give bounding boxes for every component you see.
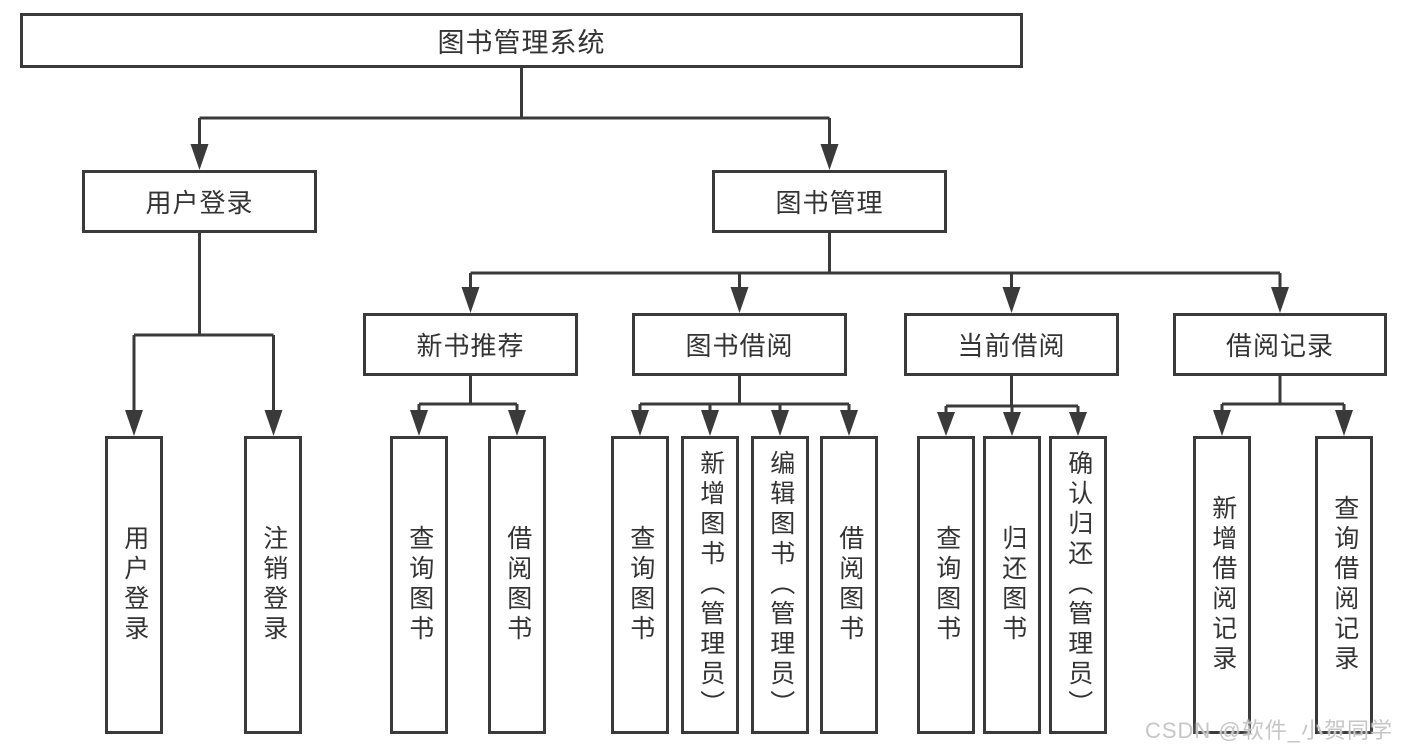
connector-borrow-records <box>1220 376 1346 414</box>
node-label: 新书推荐 <box>416 331 525 361</box>
arrow-down-icon <box>1335 410 1353 436</box>
node-label: 图书管理 <box>775 188 884 218</box>
node-label: 用户登录 <box>120 525 149 645</box>
leaf-query-borrow-record: 查询借阅记录 <box>1315 436 1373 734</box>
arrow-down-icon <box>508 410 526 436</box>
arrow-down-icon <box>820 144 839 170</box>
connector-book-management <box>469 232 1282 291</box>
node-book-borrow: 图书借阅 <box>632 313 847 376</box>
arrow-down-icon <box>410 410 428 436</box>
leaf-return-books: 归还图书 <box>983 436 1041 734</box>
node-label: 当前借阅 <box>957 331 1066 361</box>
node-current-borrow: 当前借阅 <box>904 313 1119 376</box>
node-label: 确认归还（管理员） <box>1064 450 1093 720</box>
node-label: 借阅图书 <box>503 525 532 645</box>
leaf-edit-books-admin: 编辑图书（管理员） <box>751 436 809 734</box>
node-label: 借阅图书 <box>835 525 864 645</box>
arrow-down-icon <box>631 410 649 436</box>
arrow-down-icon <box>1271 287 1289 313</box>
leaf-confirm-return-admin: 确认归还（管理员） <box>1049 436 1107 734</box>
arrowheads <box>125 144 1353 436</box>
arrow-down-icon <box>701 410 719 436</box>
arrow-down-icon <box>771 410 789 436</box>
arrow-down-icon <box>190 144 209 170</box>
leaf-query-books-borrow: 查询图书 <box>611 436 669 734</box>
csdn-watermark: CSDN @软件_小贺同学 <box>1144 718 1393 743</box>
leaf-query-books-recommend: 查询图书 <box>390 436 448 734</box>
node-label: 新增图书（管理员） <box>696 450 725 720</box>
arrow-down-icon <box>1069 412 1087 436</box>
leaf-borrow-books: 借阅图书 <box>820 436 878 734</box>
node-label: 用户登录 <box>145 188 254 218</box>
arrow-down-icon <box>937 412 955 436</box>
node-user-login: 用户登录 <box>82 170 317 233</box>
arrow-down-icon <box>1213 410 1231 436</box>
node-label: 编辑图书（管理员） <box>766 450 795 720</box>
arrow-down-icon <box>730 287 749 313</box>
node-label: 查询图书 <box>932 525 961 645</box>
leaf-add-books-admin: 新增图书（管理员） <box>681 436 739 734</box>
leaf-logout-login: 注销登录 <box>244 436 302 734</box>
node-label: 图书管理系统 <box>437 28 606 58</box>
arrow-down-icon <box>125 410 143 436</box>
leaf-query-books-current: 查询图书 <box>917 436 975 734</box>
node-label: 查询借阅记录 <box>1330 495 1359 675</box>
leaf-add-borrow-record: 新增借阅记录 <box>1193 436 1251 734</box>
node-label: 查询图书 <box>626 525 655 645</box>
arrow-down-icon <box>840 410 858 436</box>
node-root-library-management-system: 图书管理系统 <box>20 13 1023 68</box>
node-book-management: 图书管理 <box>712 170 947 233</box>
node-label: 新增借阅记录 <box>1208 495 1237 675</box>
arrow-down-icon <box>1002 287 1021 313</box>
arrow-down-icon <box>264 410 283 436</box>
arrow-down-icon <box>461 287 480 313</box>
node-label: 图书借阅 <box>685 331 794 361</box>
leaf-borrow-books-recommend: 借阅图书 <box>488 436 546 734</box>
connector-book-borrow <box>638 376 851 414</box>
arrow-down-icon <box>1003 412 1021 436</box>
connector-new-book <box>417 376 519 414</box>
leaf-user-login: 用户登录 <box>105 436 163 734</box>
node-label: 归还图书 <box>998 525 1027 645</box>
node-borrow-records: 借阅记录 <box>1173 313 1387 376</box>
connector-user-login <box>132 233 275 414</box>
node-label: 查询图书 <box>405 525 434 645</box>
node-label: 借阅记录 <box>1225 331 1334 361</box>
node-label: 注销登录 <box>259 525 288 645</box>
connector-root <box>198 68 831 148</box>
node-new-book-recommend: 新书推荐 <box>363 313 578 376</box>
connector-current-borrow <box>944 376 1080 414</box>
